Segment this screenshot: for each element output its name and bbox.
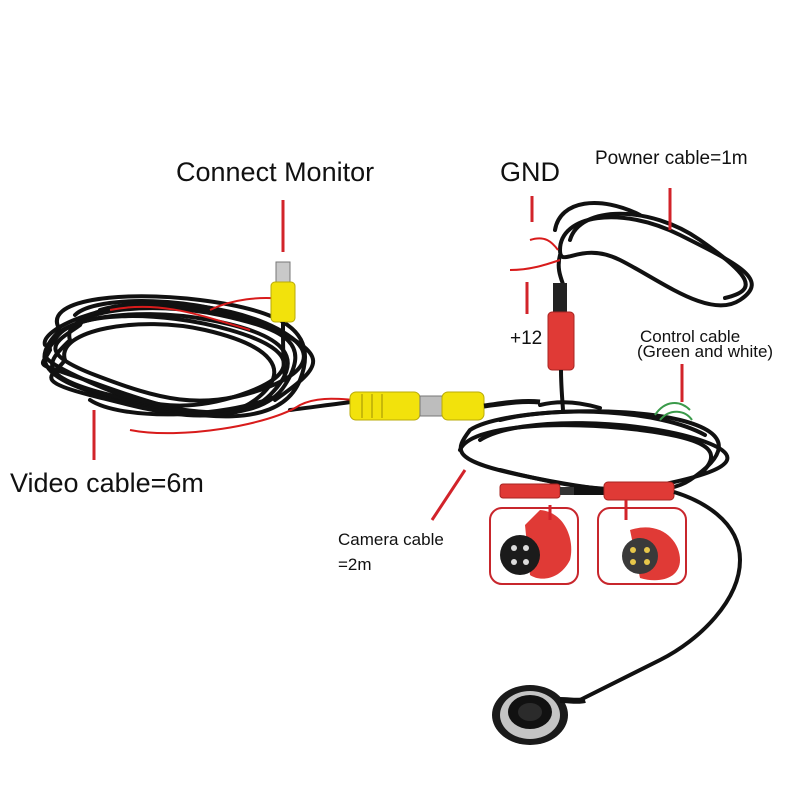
- power-cable-label: Powner cable=1m: [595, 148, 748, 169]
- rca-plug-monitor: [270, 261, 296, 381]
- control-cable-label: Control cable: [640, 327, 741, 346]
- camera-cable-length-label: =2m: [338, 555, 372, 574]
- power-connector: [547, 283, 575, 411]
- leader-lines: [92, 188, 684, 521]
- power-cable-coil: [553, 201, 754, 308]
- male-connector-zoom: [597, 507, 687, 585]
- rca-inline-connector: [349, 391, 541, 421]
- gnd-label: GND: [500, 157, 560, 187]
- camera-connectors: [499, 481, 743, 702]
- female-connector-zoom: [489, 507, 579, 585]
- control-cable-note: (Green and white): [637, 342, 774, 361]
- camera-head: [492, 685, 586, 745]
- control-wire: [654, 402, 693, 421]
- red-wire-power: [509, 237, 561, 271]
- connect-monitor-label: Connect Monitor: [176, 157, 375, 187]
- video-cable-label: Video cable=6m: [10, 468, 204, 498]
- camera-cable-label: Camera cable: [338, 530, 444, 549]
- plus12-label: +12: [510, 328, 543, 349]
